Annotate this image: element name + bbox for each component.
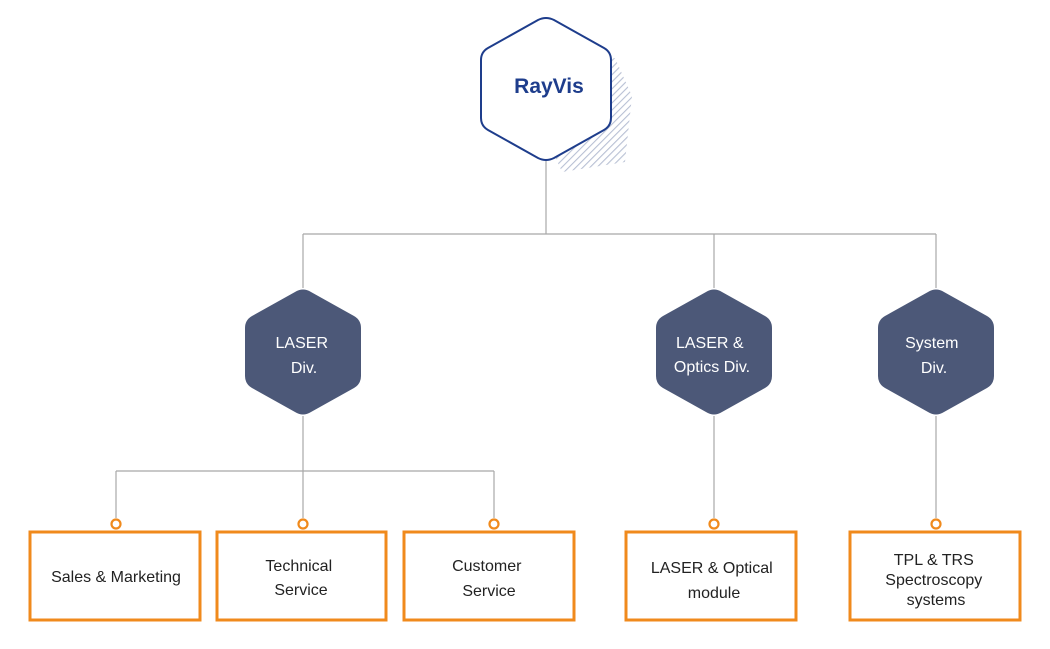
root-label: RayVis	[514, 75, 584, 98]
svg-text:Technical Service: Technical Service	[265, 558, 336, 599]
team-label-line: systems	[907, 592, 966, 609]
team-tpl-trs-spectroscopy: TPL & TRS Spectroscopy systems	[848, 530, 1022, 622]
svg-text:Customer Service: Customer Service	[452, 558, 526, 600]
division-hexagon	[878, 289, 994, 415]
division-hexagon	[245, 289, 361, 415]
team-sales-marketing: Sales & Marketing	[28, 530, 202, 622]
team-box	[402, 530, 576, 622]
svg-text:LASER & Optical module: LASER & Optical module	[651, 560, 777, 602]
team-label-line: Technical	[265, 558, 332, 575]
division-label-line: System	[905, 335, 958, 352]
connector-dot	[297, 518, 309, 530]
svg-text:LASER & Optics Div.: LASER & Optics Div.	[674, 335, 750, 376]
team-box	[624, 530, 798, 622]
team-label-line: LASER & Optical	[651, 560, 773, 577]
team-technical-service: Technical Service	[215, 530, 388, 622]
team-customer-service: Customer Service	[402, 530, 576, 622]
connector-dot	[708, 518, 720, 530]
team-label-line: TPL & TRS	[894, 552, 974, 569]
root-hexagon	[480, 17, 612, 161]
connector-lines	[115, 160, 937, 518]
division-label-line: Optics Div.	[674, 359, 750, 376]
connector-dot	[930, 518, 942, 530]
team-label-line: module	[688, 585, 741, 602]
svg-text:Sales & Marketing: Sales & Marketing	[51, 569, 181, 586]
team-label-line: Sales & Marketing	[51, 569, 181, 586]
team-label-line: Service	[462, 583, 515, 600]
root-node: RayVis	[480, 17, 632, 172]
division-label-line: Div.	[291, 360, 317, 377]
team-label-line: Customer	[452, 558, 522, 575]
team-box	[28, 530, 202, 622]
team-label-line: Spectroscopy	[885, 572, 982, 589]
division-hexagon	[656, 289, 772, 415]
team-box	[848, 530, 1022, 622]
connector-dot	[110, 518, 122, 530]
division-label-line: Div.	[921, 360, 947, 377]
division-label-line: LASER &	[676, 335, 744, 352]
connector-dots	[110, 518, 942, 530]
division-laser: LASER Div.	[245, 289, 361, 415]
svg-text:LASER Div.: LASER Div.	[276, 335, 333, 377]
team-laser-optical-module: LASER & Optical module	[624, 530, 798, 622]
team-label-line: Service	[274, 582, 327, 599]
team-box	[215, 530, 388, 622]
svg-text:System Div.: System Div.	[905, 335, 963, 377]
division-laser-optics: LASER & Optics Div.	[656, 289, 772, 415]
svg-text:TPL & TRS Spectroscopy: TPL & TRS Spectroscopy systems	[885, 552, 986, 609]
connector-dot	[488, 518, 500, 530]
division-label-line: LASER	[276, 335, 328, 352]
division-system: System Div.	[878, 289, 994, 415]
